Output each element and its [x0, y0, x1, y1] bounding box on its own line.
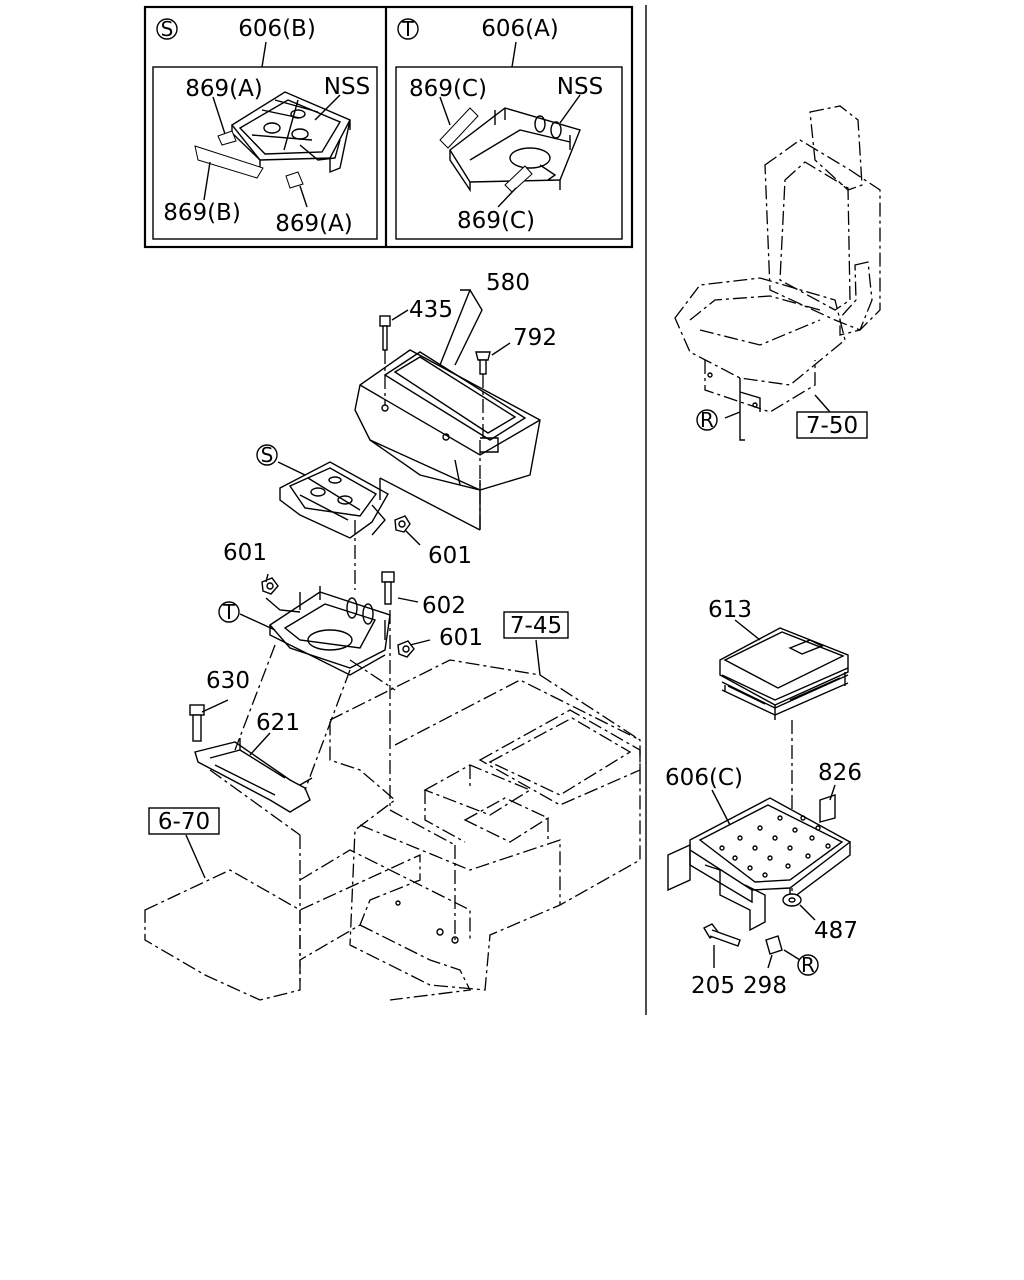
seat-drawing	[674, 105, 881, 441]
inset-s-label-869b: 869(B)	[163, 200, 241, 226]
marker-r-bracket: R	[801, 953, 815, 977]
right-panel: R 7-50 613	[665, 105, 881, 999]
inset-s-marker: S	[161, 17, 174, 41]
ref-6-70: 6-70	[158, 809, 210, 835]
ref-7-50: 7-50	[806, 413, 858, 439]
ref-box-7-45	[503, 611, 569, 639]
inset-s: S 606(B) 869(A) NSS 869(B) 869(A)	[156, 16, 370, 237]
bracket-606a-drawing	[439, 107, 581, 193]
marker-s-main: S	[261, 443, 274, 467]
callout-606c: 606(C)	[665, 765, 743, 791]
inset-t-marker: T	[401, 17, 415, 41]
console-body	[329, 659, 641, 991]
inset-s-label-nss: NSS	[324, 74, 370, 100]
callout-298: 298	[743, 973, 787, 999]
marker-r-bracket-circle	[797, 954, 819, 976]
callout-580: 580	[486, 270, 530, 296]
ecu-613-drawing	[719, 627, 849, 720]
bracket-s-drawing	[279, 461, 389, 539]
callout-621: 621	[256, 710, 300, 736]
bracket-606c-drawing	[667, 794, 852, 932]
marker-t-main-circle	[218, 601, 240, 623]
cover-580-drawing	[354, 349, 541, 491]
nut-601-right	[397, 640, 415, 658]
nut-601-mid	[394, 515, 411, 533]
callout-487: 487	[814, 918, 858, 944]
bracket-606b-drawing	[194, 91, 351, 189]
marker-t-circle	[397, 18, 419, 40]
marker-r-seat: R	[700, 408, 714, 432]
callout-792: 792	[513, 325, 557, 351]
inset-s-label-869a-top: 869(A)	[185, 76, 263, 102]
nut-601-left	[261, 577, 279, 595]
bracket-621-drawing	[194, 738, 313, 813]
bracket-t-drawing	[268, 586, 391, 676]
callout-826: 826	[818, 760, 862, 786]
callout-601-mid: 601	[428, 543, 472, 569]
marker-t-main: T	[222, 600, 236, 624]
bolt-205	[703, 923, 741, 947]
ref-box-7-50	[796, 411, 868, 439]
callout-602: 602	[422, 593, 466, 619]
bolt-435	[379, 315, 391, 405]
inset-t: T 606(A) 869(C) NSS 869(C)	[397, 16, 603, 234]
callout-601-right: 601	[439, 625, 483, 651]
inset-t-label-869c-bottom: 869(C)	[457, 208, 535, 234]
callout-630: 630	[206, 668, 250, 694]
clip-792	[475, 351, 491, 440]
callout-613: 613	[708, 597, 752, 623]
washer-487	[782, 893, 802, 907]
ref-box-6-70	[148, 807, 220, 835]
inset-t-label-869c-top: 869(C)	[409, 76, 487, 102]
inset-t-label-nss: NSS	[557, 74, 603, 100]
inset-frame	[143, 5, 634, 249]
floor-panel	[144, 849, 471, 1001]
main-exploded-view: 580 435 792 S 601 601 602 T 601 7-45 630…	[144, 270, 641, 1001]
marker-s-main-circle	[256, 444, 278, 466]
inset-t-title: 606(A)	[481, 16, 559, 42]
callout-205: 205	[691, 973, 735, 999]
clip-298	[765, 935, 783, 955]
callout-601-left: 601	[223, 540, 267, 566]
bolt-630	[189, 704, 205, 742]
inset-s-label-869a-bottom: 869(A)	[275, 211, 353, 237]
marker-s-circle	[156, 18, 178, 40]
callout-435: 435	[409, 297, 453, 323]
marker-r-seat-circle	[696, 409, 718, 431]
bolt-602	[381, 571, 395, 605]
ref-7-45: 7-45	[510, 613, 562, 639]
inset-s-title: 606(B)	[238, 16, 316, 42]
